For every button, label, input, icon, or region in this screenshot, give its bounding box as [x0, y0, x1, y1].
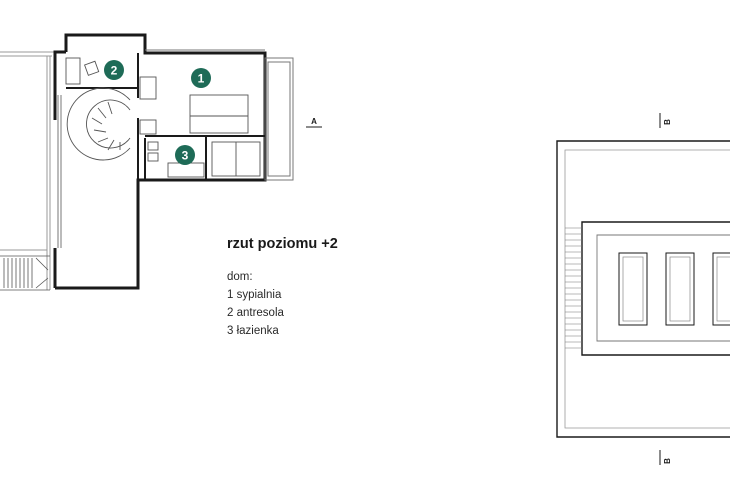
section-mark-b-bottom: B — [659, 450, 672, 465]
plan-title: rzut poziomu +2 — [227, 236, 338, 252]
room-badge-2-label: 2 — [111, 64, 118, 78]
section-mark-b-top-label: B — [663, 119, 672, 125]
room-badge-1: 1 — [191, 68, 211, 88]
interior-walls — [66, 53, 265, 180]
section-mark-a: A — [306, 117, 322, 128]
legend-item-2: 2 antresola — [227, 307, 284, 319]
section-mark-a-label: A — [311, 117, 317, 126]
section-mark-b-top: B — [659, 113, 672, 128]
left-terrace-outline — [0, 51, 55, 290]
bedroom-balcony — [264, 57, 294, 181]
right-roof-plan — [556, 140, 730, 438]
legend-item-3: 3 łazienka — [227, 325, 279, 337]
legend-heading: dom: — [227, 271, 253, 283]
room-badge-3-label: 3 — [182, 149, 189, 163]
room-badge-2: 2 — [104, 60, 124, 80]
room-badge-1-label: 1 — [198, 72, 205, 86]
room-badge-3: 3 — [175, 145, 195, 165]
plan-legend: rzut poziomu +2 dom: 1 sypialnia 2 antre… — [227, 236, 338, 340]
legend-item-1: 1 sypialnia — [227, 289, 282, 301]
section-mark-b-bottom-label: B — [663, 458, 672, 464]
spiral-staircase — [66, 87, 131, 161]
building-walls — [53, 33, 267, 290]
furniture — [65, 57, 261, 178]
left-staircase — [0, 255, 50, 291]
left-windows — [57, 95, 62, 248]
